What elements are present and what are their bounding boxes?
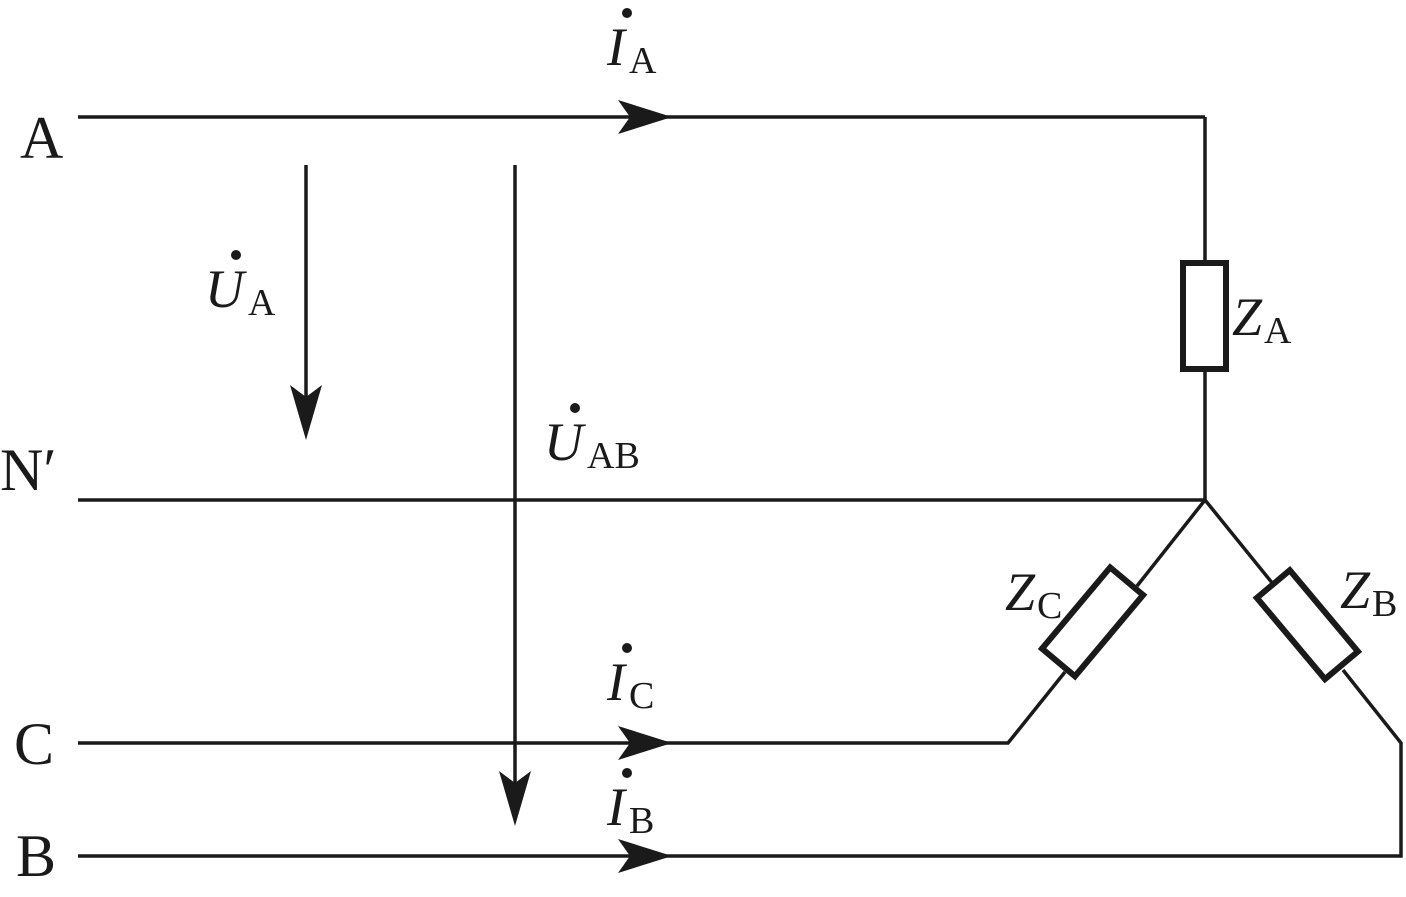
line-b-wire [78,668,1403,858]
impedance-zb [1252,566,1363,684]
impedance-zc [1037,563,1148,681]
voltage-uab-arrowhead [499,771,531,826]
current-ib-symbol: I [606,777,628,837]
current-ia-subscript: A [629,40,657,82]
phasor-dot [622,8,632,18]
line-a [78,100,1205,134]
terminal-a-label: A [20,105,63,171]
svg-text:UA: UA [205,259,276,324]
impedance-zb-label: ZB [1340,560,1397,625]
line-c-wire [78,670,1067,745]
svg-text:IB: IB [606,777,654,842]
current-ib-subscript: B [629,800,654,842]
branch-b-upper-wire [1203,498,1275,586]
current-c-arrowhead [618,726,672,760]
current-ic-symbol: I [606,652,628,712]
terminal-c-label: C [14,711,54,777]
line-b [78,668,1403,873]
current-b-arrowhead [618,839,672,873]
voltage-uab-subscript: AB [587,435,640,477]
current-a-arrowhead [618,100,672,134]
current-ic-subscript: C [629,675,654,717]
impedance-za-subscript: A [1264,310,1292,352]
svg-text:IC: IC [606,652,654,717]
impedance-zc-label: ZC [1005,562,1062,627]
branch-c [1037,498,1207,681]
terminal-b-label: B [16,823,56,889]
impedance-za [1180,260,1229,372]
voltage-uab-symbol: U [544,412,586,472]
voltage-ua-symbol: U [205,259,247,319]
impedance-za-label: ZA [1232,287,1292,352]
branch-c-upper-wire [1135,498,1207,588]
voltage-uab-arrow [499,165,531,826]
svg-text:UAB: UAB [544,412,640,477]
impedance-zb-subscript: B [1372,583,1397,625]
impedance-za-symbol: Z [1232,287,1263,347]
line-c [78,670,1067,760]
impedance-zc-symbol: Z [1005,562,1036,622]
phasor-dot [570,403,580,413]
voltage-ua-arrow [290,165,322,440]
svg-text:IA: IA [606,17,657,82]
branch-b [1203,498,1363,684]
branch-a [1180,117,1229,500]
impedance-zb-symbol: Z [1340,560,1371,620]
voltage-ua-arrowhead [290,385,322,440]
current-ia-symbol: I [606,17,628,77]
phasor-dot [231,250,241,260]
impedance-zc-subscript: C [1037,585,1062,627]
terminal-n-label: N′ [0,437,56,503]
phasor-dot [622,768,632,778]
voltage-ua-subscript: A [248,282,276,324]
phasor-dot [622,643,632,653]
